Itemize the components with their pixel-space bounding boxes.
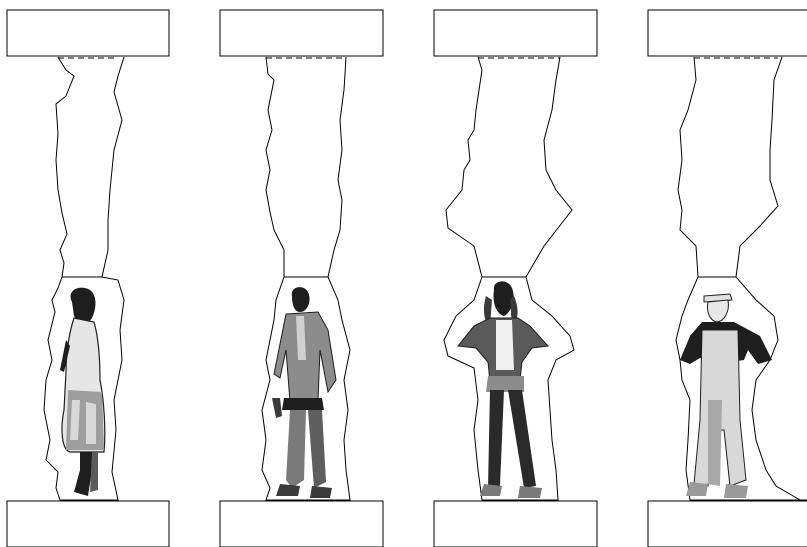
panel-3-top-block: [433, 9, 598, 57]
panel-1-woman-figure: [60, 287, 106, 496]
panel-1-top-block: [6, 9, 170, 57]
panel-4-bottom-block: [647, 500, 807, 547]
panel-3: [433, 9, 598, 547]
panel-4: [647, 9, 807, 547]
panel-3-woman-figure: [457, 281, 550, 498]
panel-4-worker-figure: [680, 293, 772, 498]
panel-1: [6, 9, 170, 547]
panel-4-paper-strip-outline: [675, 56, 802, 501]
panel-4-top-block: [647, 9, 807, 57]
panel-2: [219, 9, 384, 547]
panel-2-paper-strip-outline: [261, 56, 351, 501]
panel-1-paper-strip-outline: [43, 56, 125, 501]
panel-2-top-block: [219, 9, 384, 57]
panel-3-paper-strip-outline: [443, 56, 575, 501]
panel-2-bottom-block: [219, 500, 384, 547]
panel-2-worker-figure: [272, 287, 337, 498]
panel-3-bottom-block: [433, 500, 598, 547]
panel-1-bottom-block: [6, 500, 170, 547]
